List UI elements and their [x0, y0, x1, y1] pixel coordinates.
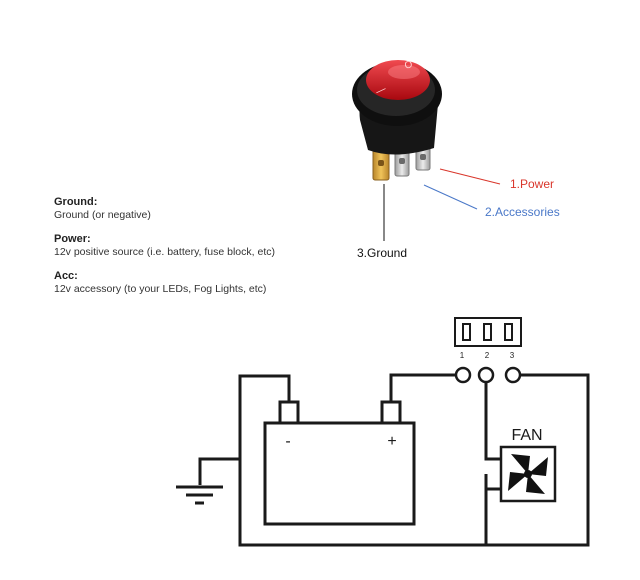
terminal-pin-power: [415, 145, 431, 171]
battery-negative-label: -: [285, 433, 290, 450]
power-label: 1.Power: [510, 177, 554, 191]
accessories-leader-line: [423, 184, 478, 210]
switch-rocker: [366, 60, 430, 100]
terminal-pin-ground: [372, 149, 390, 181]
switch-symbol-box: [454, 317, 522, 347]
switch-terminal-2: [477, 366, 495, 384]
legend-description: 12v accessory (to your LEDs, Fog Lights,…: [54, 283, 267, 295]
terminal-number-3: 3: [510, 351, 515, 360]
legend-description: 12v positive source (i.e. battery, fuse …: [54, 246, 275, 258]
on-symbol: O: [404, 59, 414, 71]
battery: [263, 421, 416, 526]
off-symbol: —: [374, 84, 388, 98]
switch-terminal-1: [454, 366, 472, 384]
rocker-switch: O —: [352, 59, 442, 181]
power-leader-line: [439, 168, 501, 185]
switch-terminal-3: [504, 366, 522, 384]
legend-item-ground: Ground: Ground (or negative): [54, 196, 354, 222]
terminal-pin-accessories: [394, 149, 410, 177]
legend-title: Ground:: [54, 196, 98, 208]
battery-negative-post: [278, 400, 300, 425]
accessories-label: 2.Accessories: [485, 205, 560, 219]
battery-positive-label: +: [387, 433, 396, 450]
legend-description: Ground (or negative): [54, 209, 151, 221]
legend-title: Acc:: [54, 270, 78, 282]
fan-icon: [508, 454, 548, 494]
legend-title: Power:: [54, 233, 91, 245]
legend-item-acc: Acc: 12v accessory (to your LEDs, Fog Li…: [54, 270, 354, 296]
terminal-number-1: 1: [460, 351, 465, 360]
legend-item-power: Power: 12v positive source (i.e. battery…: [54, 233, 354, 259]
ground-label: 3.Ground: [357, 246, 407, 260]
legend: Ground: Ground (or negative) Power: 12v …: [54, 196, 354, 307]
battery-positive-post: [380, 400, 402, 425]
terminal-number-2: 2: [485, 351, 490, 360]
fan-label: FAN: [511, 427, 542, 444]
